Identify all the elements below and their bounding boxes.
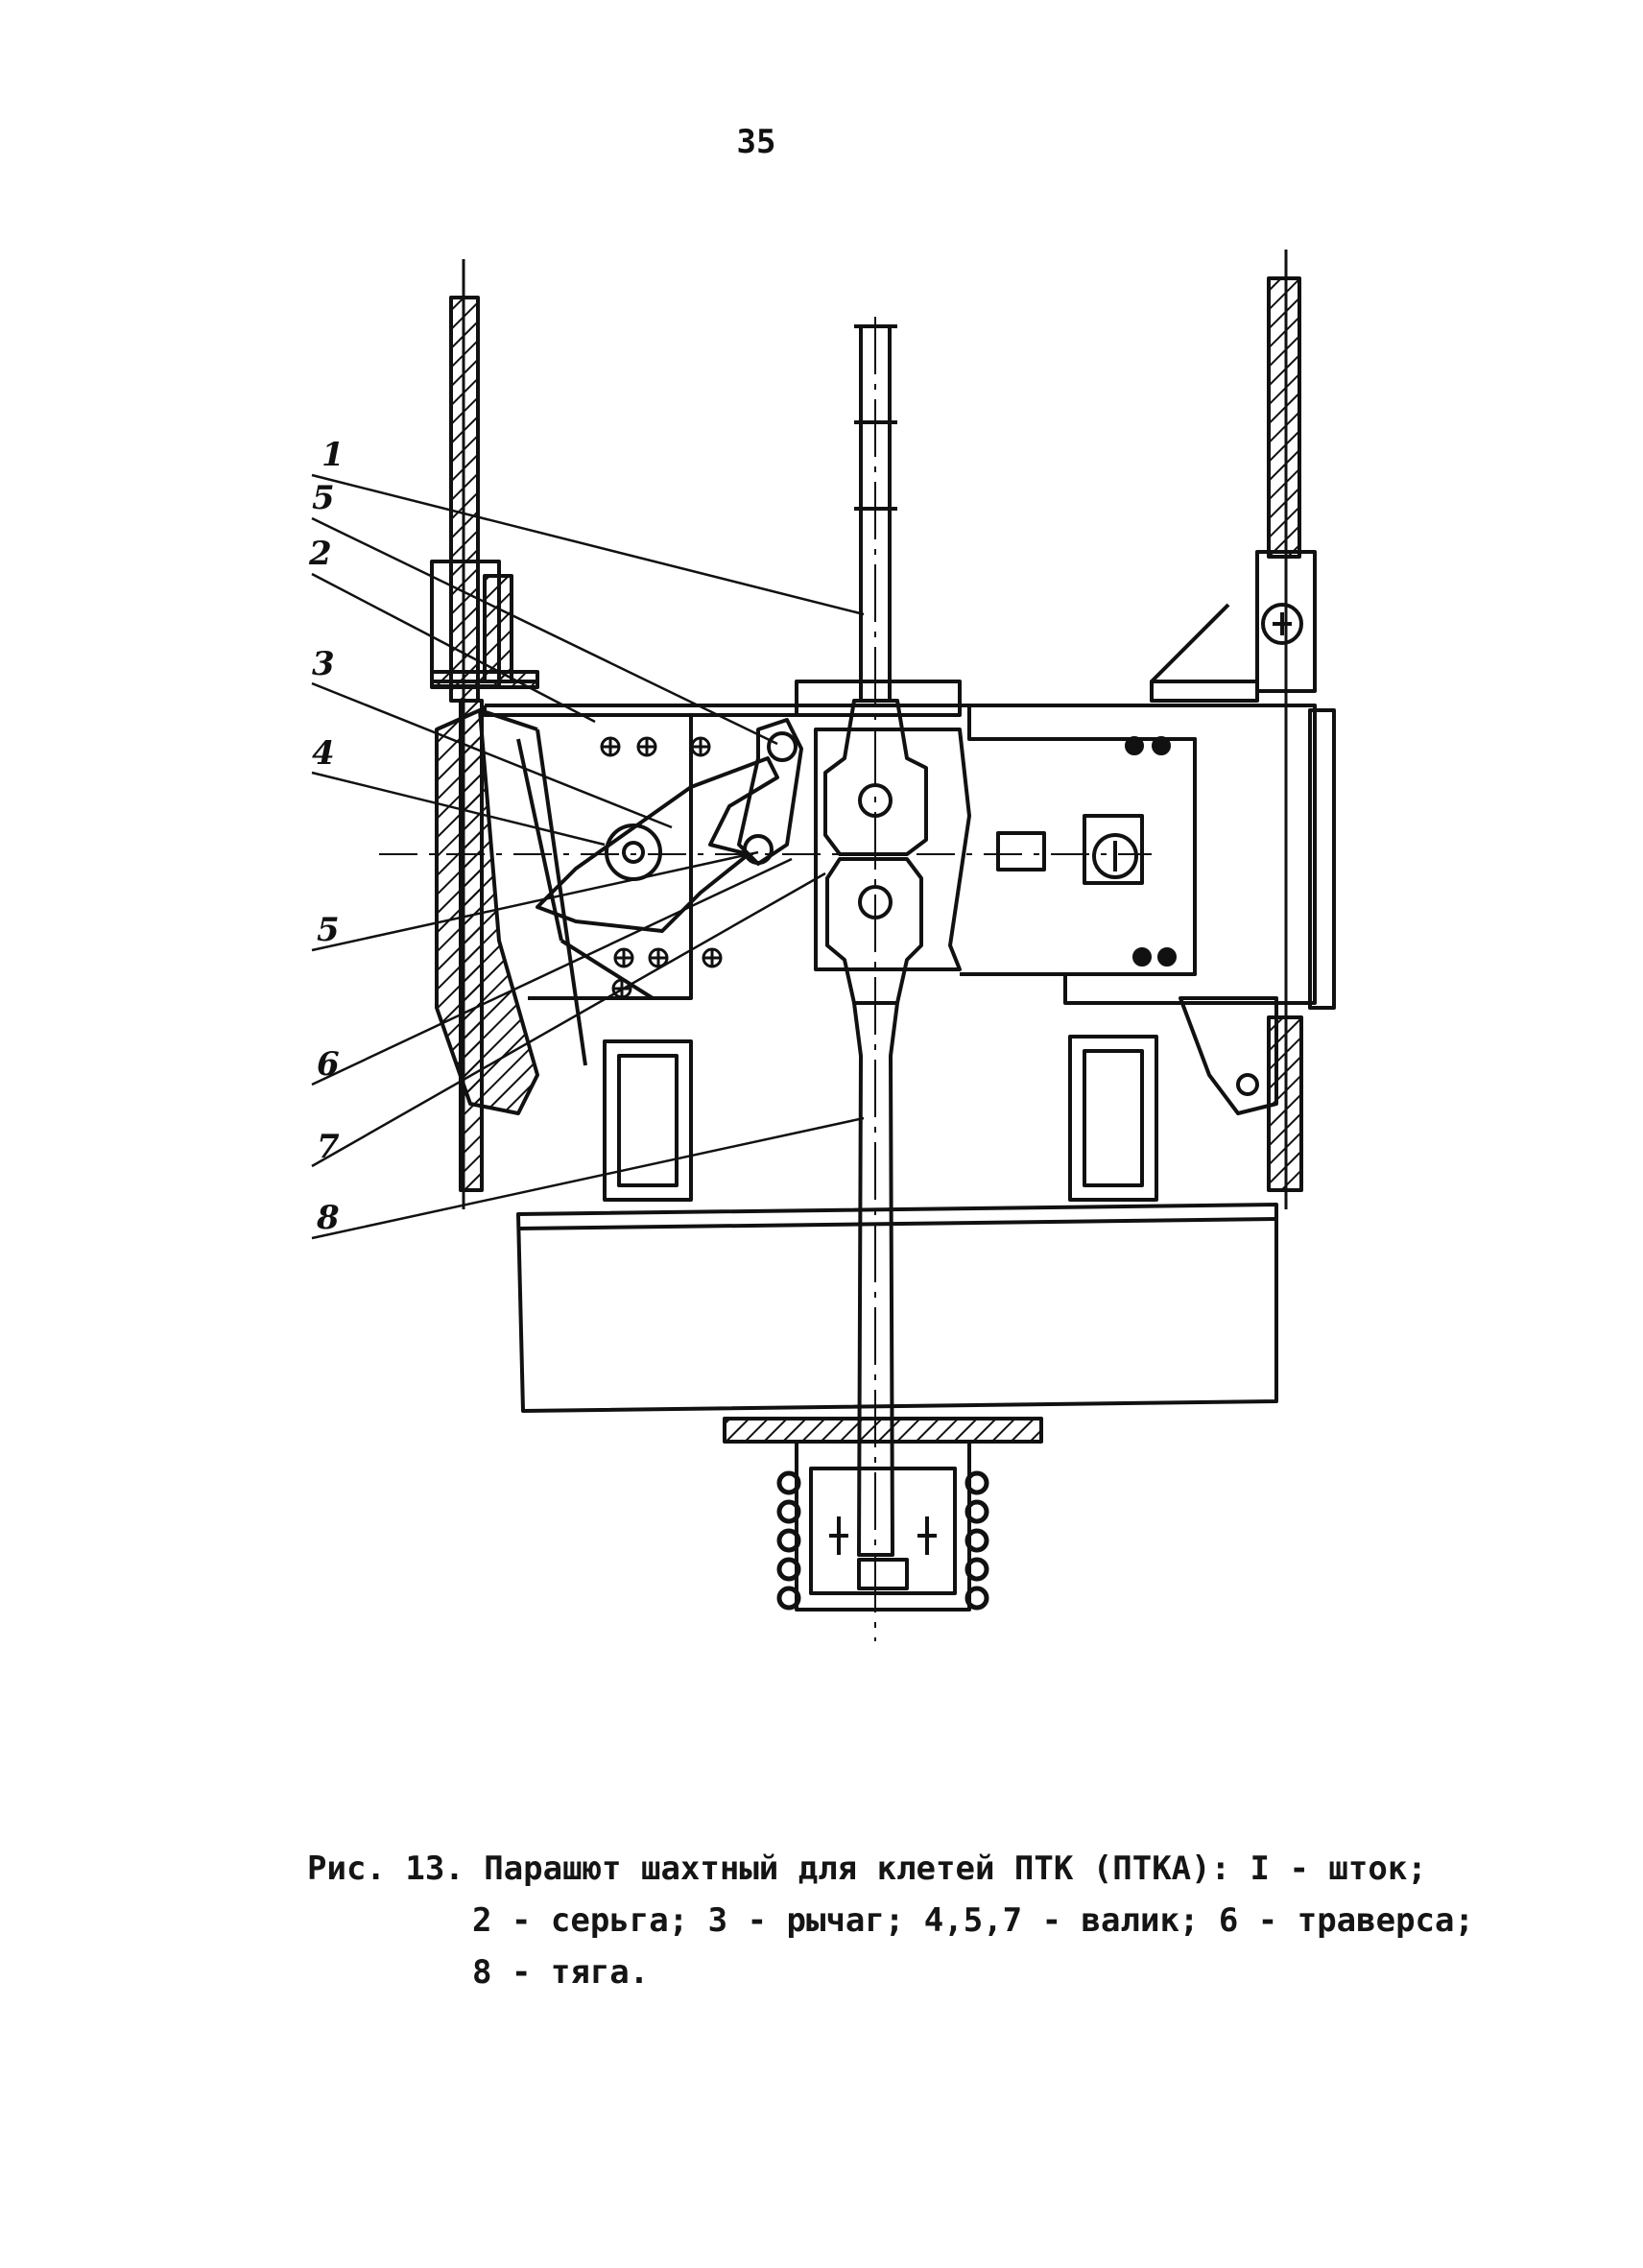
lever-assembly <box>516 718 803 1000</box>
left-guide-beam <box>430 259 587 1209</box>
callout-1: 1 <box>321 436 345 474</box>
callout-2: 2 <box>308 535 332 573</box>
page-number: 35 <box>736 123 776 161</box>
spring-assembly <box>723 1417 1043 1611</box>
caption-line-2: 2 - серьга; 3 - рычаг; 4,5,7 - валик; 6 … <box>472 1901 1474 1940</box>
callout-7: 7 <box>317 1128 340 1166</box>
callout-8: 8 <box>316 1199 340 1237</box>
lower-posts <box>603 1035 1158 1202</box>
technical-drawing: 1 5 2 3 4 5 6 7 8 <box>308 250 1336 1641</box>
caption-line-3: 8 - тяга. <box>472 1953 650 1992</box>
bottom-beam <box>516 1203 1278 1413</box>
parachute-drawing: 1 5 2 3 4 5 6 7 8 <box>308 250 1336 1641</box>
callout-labels: 1 5 2 3 4 5 6 7 8 <box>308 436 345 1237</box>
callout-5-bottom: 5 <box>317 911 340 949</box>
callout-3: 3 <box>312 645 335 683</box>
caption-line-1: Рис. 13. Парашют шахтный для клетей ПТК … <box>307 1850 1427 1888</box>
leader-lines <box>311 473 865 1240</box>
callout-5-top: 5 <box>312 479 335 517</box>
callout-4: 4 <box>312 734 335 773</box>
right-guide-beam <box>1150 250 1336 1209</box>
callout-6: 6 <box>317 1045 340 1084</box>
figure-caption: Рис. 13. Парашют шахтный для клетей ПТК … <box>307 1843 1497 1998</box>
main-frame <box>483 680 1317 1005</box>
